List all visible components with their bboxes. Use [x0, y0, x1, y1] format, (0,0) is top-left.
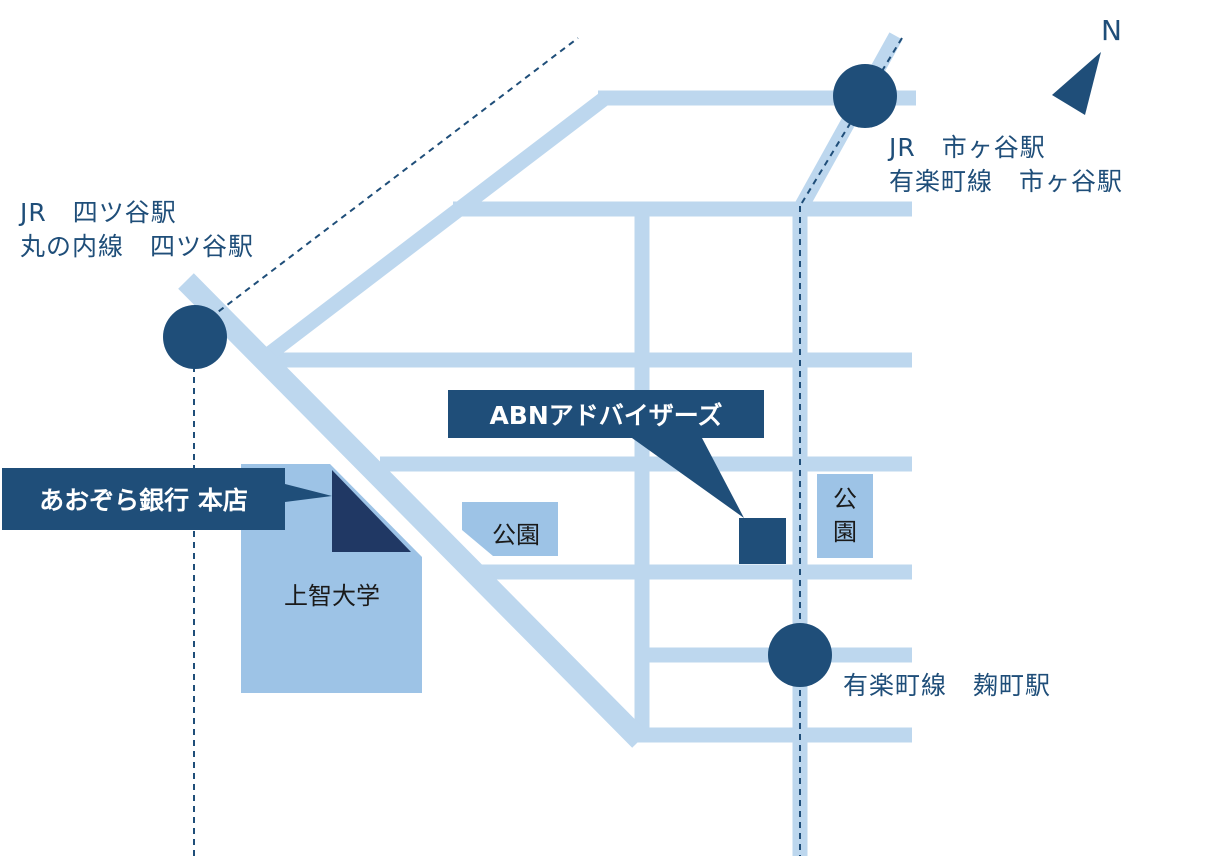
- station-label-yotsuya: JR 四ツ谷駅 丸の内線 四ツ谷駅: [20, 196, 254, 264]
- north-label: N: [1101, 14, 1123, 47]
- park-right-char: 公: [833, 485, 857, 513]
- station-marker-ichigaya[interactable]: [833, 64, 897, 128]
- park-left-label: 公園: [492, 521, 540, 549]
- park-left-area: [462, 502, 558, 556]
- station-line-label: 有楽町線 麹町駅: [843, 671, 1052, 700]
- station-line-label: JR 市ヶ谷駅: [889, 133, 1046, 162]
- office-callout-pointer: [632, 438, 744, 518]
- university-label: 上智大学: [284, 582, 380, 610]
- station-line-label: JR 四ツ谷駅: [20, 198, 177, 227]
- office-marker[interactable]: [739, 518, 786, 564]
- station-marker-yotsuya[interactable]: [163, 305, 227, 369]
- rail-line-jr-chuo: [209, 37, 579, 319]
- bank-callout-pointer: [285, 484, 332, 502]
- north-arrow-icon: [1052, 52, 1101, 115]
- station-line-label: 有楽町線 市ヶ谷駅: [889, 167, 1124, 196]
- bank-callout[interactable]: あおぞら銀行 本店: [2, 468, 285, 530]
- bank-marker[interactable]: [332, 470, 411, 552]
- park-right-char: 園: [833, 518, 857, 546]
- park-right-label: 公 園: [816, 483, 874, 549]
- station-line-label: 丸の内線 四ツ谷駅: [20, 232, 255, 261]
- road: [263, 92, 610, 361]
- station-label-ichigaya: JR 市ヶ谷駅 有楽町線 市ヶ谷駅: [889, 131, 1123, 199]
- rail-lines: [193, 37, 903, 856]
- park-right-area: [817, 474, 873, 558]
- roads: [263, 32, 916, 856]
- main-avenue: [178, 273, 648, 748]
- office-callout[interactable]: ABNアドバイザーズ: [448, 390, 764, 438]
- station-marker-kojimachi[interactable]: [768, 623, 832, 687]
- station-label-kojimachi: 有楽町線 麹町駅: [843, 669, 1051, 703]
